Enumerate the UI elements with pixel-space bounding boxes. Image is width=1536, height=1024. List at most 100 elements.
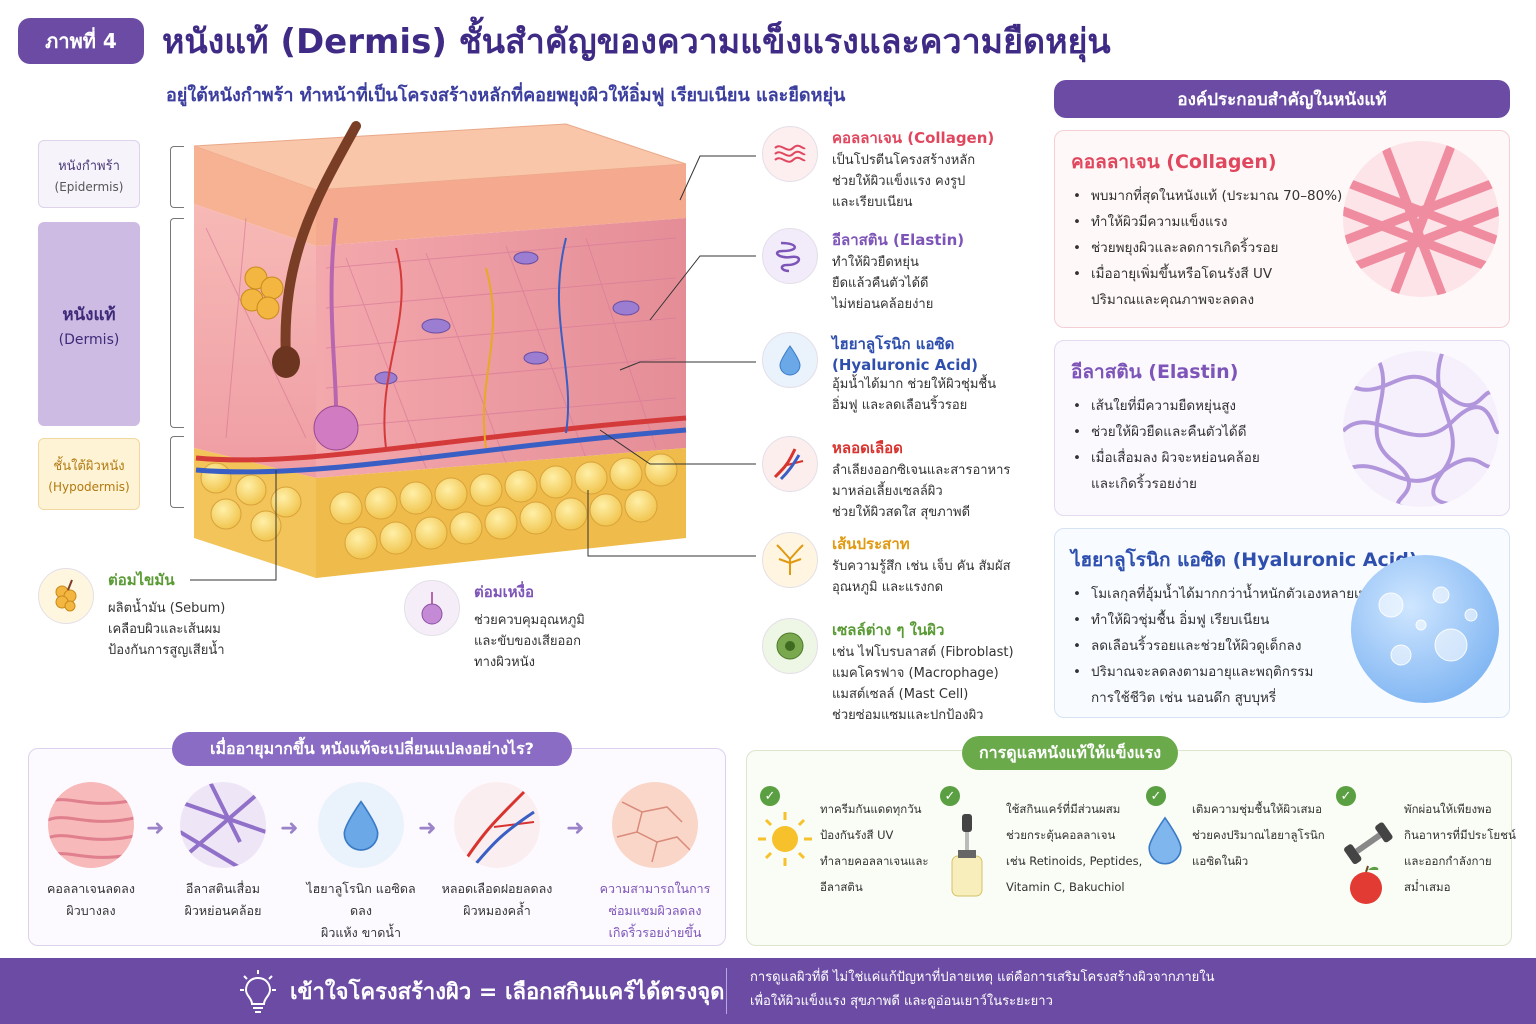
dermis-bracket [170, 218, 184, 428]
page-subtitle: อยู่ใต้หนังกำพร้า ทำหน้าที่เป็นโครงสร้าง… [166, 85, 846, 106]
nerve-icon [762, 532, 818, 588]
blood-vessel-callout-title: หลอดเลือด [832, 439, 903, 457]
nerve-callout-line: อุณหภูมิ และแรงกด [832, 580, 944, 595]
collagen-fiber-image [1343, 141, 1499, 297]
aging-caption: อีลาสตินเสื่อม [185, 881, 261, 896]
aging-caption: ผิวหย่อนคล้อย [184, 903, 262, 918]
collagen-callout-line: เป็นโปรตีนโครงสร้างหลัก [832, 153, 976, 168]
hyaluronic-callout: ไฮยาลูโรนิก แอซิด (Hyaluronic Acid) อุ้ม… [762, 332, 996, 416]
sun-icon [756, 810, 814, 872]
sweat-gland-icon [404, 580, 460, 636]
sweat-line: ทางผิวหนัง [474, 655, 535, 670]
aging-item-repair: ความสามารถในการซ่อมแซมผิวลดลงเกิดริ้วรอย… [590, 782, 720, 944]
sweat-gland-title: ต่อมเหงื่อ [474, 583, 534, 601]
elastin-callout-line: ไม่หย่อนคล้อยง่าย [832, 297, 934, 312]
dermis-label: หนังแท้ (Dermis) [38, 222, 140, 426]
elastin-decline-image [180, 782, 266, 868]
elastin-callout: อีลาสติน (Elastin) ทำให้ผิวยืดหยุ่น ยืดแ… [762, 228, 964, 315]
water-drop-icon [1146, 814, 1184, 870]
arrow-right-icon: ➜ [146, 816, 165, 841]
aging-caption: ความสามารถในการ [599, 881, 711, 896]
arrow-right-icon: ➜ [566, 816, 585, 841]
list-item: •เมื่ออายุเพิ่มขึ้นหรือโดนรังสี UV [1073, 266, 1273, 282]
epidermis-en: (Epidermis) [54, 179, 124, 194]
water-drop-icon [318, 782, 404, 868]
footer-divider [726, 968, 727, 1014]
care-card-title: การดูแลหนังแท้ให้แข็งแรง [962, 736, 1178, 770]
collagen-card: คอลลาเจน (Collagen) •พบมากที่สุดในหนังแท… [1054, 130, 1510, 328]
sebaceous-line: ป้องกันการสูญเสียน้ำ [108, 643, 225, 658]
care-line: ช่วยคงปริมาณไฮยาลูโรนิก [1192, 828, 1325, 842]
cells-callout-line: เช่น ไฟโบรบลาสต์ (Fibroblast) [832, 645, 1014, 660]
sweat-line: ช่วยควบคุมอุณหภูมิ [474, 613, 585, 628]
aging-item-collagen: คอลลาเจนลดลงผิวบางลง [26, 782, 156, 922]
hyaluronic-callout-line: อุ้มน้ำได้มาก ช่วยให้ผิวชุ่มชื้น [832, 377, 997, 392]
hyaluronic-bubbles-image [1351, 555, 1499, 703]
aging-item-capillaries: หลอดเลือดฝอยลดลงผิวหมองคล้ำ [432, 782, 562, 922]
blood-vessel-callout-line: มาหล่อเลี้ยงเซลล์ผิว [832, 484, 943, 499]
footer-main-text: เข้าใจโครงสร้างผิว = เลือกสกินแคร์ได้ตรง… [290, 980, 725, 1005]
list-item: •ช่วยให้ผิวยืดและคืนตัวได้ดี [1073, 424, 1247, 440]
list-item-continuation: และเกิดริ้วรอยง่าย [1091, 476, 1197, 492]
list-item-continuation: การใช้ชีวิต เช่น นอนดึก สูบบุหรี่ [1091, 690, 1277, 706]
check-icon: ✓ [1336, 786, 1356, 806]
aging-caption: เกิดริ้วรอยง่ายขึ้น [608, 925, 702, 940]
elastin-card-title: อีลาสติน (Elastin) [1071, 361, 1239, 383]
sebaceous-line: เคลือบผิวและเส้นผม [108, 622, 221, 637]
elastin-callout-line: ทำให้ผิวยืดหยุ่น [832, 255, 919, 270]
footer-note-line: การดูแลผิวที่ดี ไม่ใช่แค่แก้ปัญหาที่ปลาย… [750, 970, 1215, 985]
aging-caption: คอลลาเจนลดลง [47, 881, 135, 896]
nerve-callout-title: เส้นประสาท [832, 535, 910, 553]
list-item: •ทำให้ผิวมีความแข็งแรง [1073, 214, 1228, 230]
nerve-callout: เส้นประสาท รับความรู้สึก เช่น เจ็บ คัน ส… [762, 532, 1011, 598]
water-drop-icon [762, 332, 818, 388]
list-item: •โมเลกุลที่อุ้มน้ำได้มากกว่าน้ำหนักตัวเอ… [1073, 586, 1376, 602]
hyaluronic-callout-title-en: (Hyaluronic Acid) [832, 356, 979, 374]
collagen-callout: คอลลาเจน (Collagen) เป็นโปรตีนโครงสร้างห… [762, 126, 994, 213]
elastin-fiber-image [1343, 351, 1499, 507]
list-item: •เส้นใยที่มีความยืดหยุ่นสูง [1073, 398, 1237, 414]
components-panel-header: องค์ประกอบสำคัญในหนังแท้ [1054, 80, 1510, 118]
care-line: เติมความชุ่มชื้นให้ผิวเสมอ [1192, 802, 1323, 816]
care-line: กินอาหารที่มีประโยชน์ [1404, 828, 1516, 842]
elastin-callout-title: อีลาสติน (Elastin) [832, 231, 965, 249]
collagen-list: •พบมากที่สุดในหนังแท้ (ประมาณ 70–80%) •ท… [1073, 183, 1342, 313]
cell-icon [762, 618, 818, 674]
collagen-callout-line: ช่วยให้ผิวแข็งแรง คงรูป [832, 174, 966, 189]
dermis-en: (Dermis) [58, 331, 120, 348]
hypodermis-th: ชั้นใต้ผิวหนัง [53, 458, 125, 474]
sweat-line: และขับของเสียออก [474, 634, 581, 649]
skin-cross-section-illustration [193, 121, 687, 578]
collagen-card-title: คอลลาเจน (Collagen) [1071, 151, 1277, 173]
aging-caption: ไฮยาลูโรนิก แอซิดลดลง [306, 881, 416, 918]
aging-caption: ผิวหมองคล้ำ [463, 903, 531, 918]
footer-note-line: เพื่อให้ผิวแข็งแรง สุขภาพดี และดูอ่อนเยา… [750, 994, 1053, 1009]
care-line: พักผ่อนให้เพียงพอ [1404, 802, 1492, 816]
aging-caption: หลอดเลือดฝอยลดลง [441, 881, 553, 896]
epidermis-bracket [170, 146, 184, 208]
hyaluronic-card-title: ไฮยาลูโรนิก แอซิด (Hyaluronic Acid) [1071, 549, 1418, 571]
list-item: •ทำให้ผิวชุ่มชื้น อิ่มฟู เรียบเนียน [1073, 612, 1270, 628]
aging-caption: ผิวแห้ง ขาดน้ำ [321, 925, 401, 940]
elastin-list: •เส้นใยที่มีความยืดหยุ่นสูง •ช่วยให้ผิวย… [1073, 393, 1260, 497]
care-line: และออกกำลังกาย [1404, 854, 1492, 868]
cracked-skin-image [612, 782, 698, 868]
collagen-icon [762, 126, 818, 182]
hyaluronic-callout-line: อิ่มฟู และลดเลือนริ้วรอย [832, 398, 968, 413]
blood-vessel-callout-line: ลำเลียงออกซิเจนและสารอาหาร [832, 463, 1011, 478]
elastin-icon [762, 228, 818, 284]
care-line: สม่ำเสมอ [1404, 880, 1451, 894]
aging-item-elastin: อีลาสตินเสื่อมผิวหย่อนคล้อย [158, 782, 288, 922]
sebaceous-line: ผลิตน้ำมัน (Sebum) [108, 601, 226, 616]
hyaluronic-card: ไฮยาลูโรนิก แอซิด (Hyaluronic Acid) •โมเ… [1054, 528, 1510, 718]
sweat-gland-callout: ต่อมเหงื่อ ช่วยควบคุมอุณหภูมิ และขับของเ… [404, 580, 585, 673]
hyaluronic-callout-title: ไฮยาลูโรนิก แอซิด [832, 335, 955, 353]
cells-callout-line: แมสต์เซลล์ (Mast Cell) [832, 687, 969, 702]
sebaceous-gland-title: ต่อมไขมัน [108, 571, 175, 589]
hypodermis-en: (Hypodermis) [48, 479, 130, 494]
care-line: ทาครีมกันแดดทุกวัน [820, 802, 922, 816]
dermis-th: หนังแท้ [62, 304, 116, 325]
nerve-callout-line: รับความรู้สึก เช่น เจ็บ คัน สัมผัส [832, 559, 1011, 574]
care-line: ป้องกันรังสี UV [820, 828, 894, 842]
footer-note: การดูแลผิวที่ดี ไม่ใช่แค่แก้ปัญหาที่ปลาย… [750, 966, 1215, 1014]
